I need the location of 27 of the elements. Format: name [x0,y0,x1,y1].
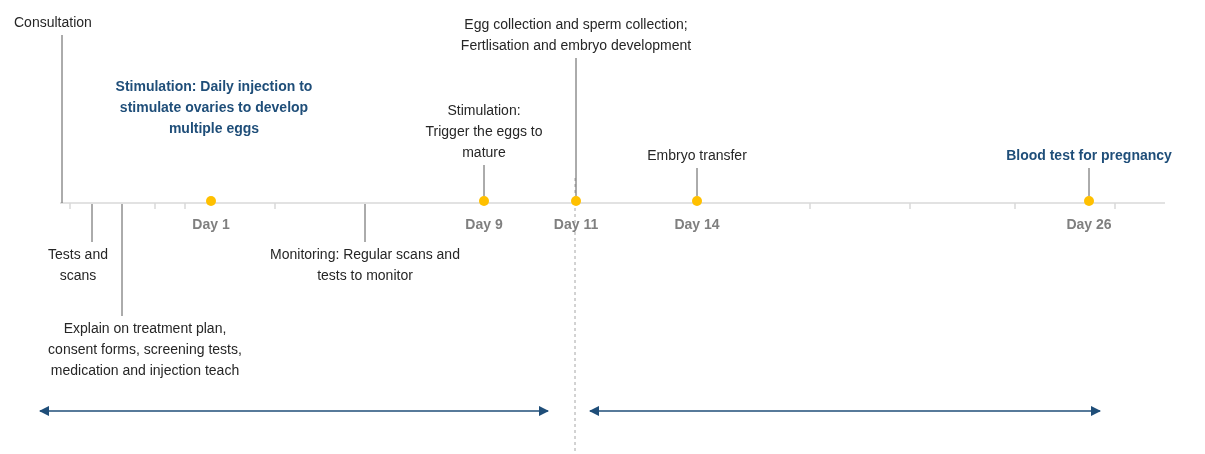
leader-line [364,203,366,243]
leader-line [483,164,485,197]
milestone-text: Monitoring: Regular scans and tests to monitor [268,244,462,286]
milestone-dot [206,196,216,206]
day-label: Day 14 [673,216,721,232]
day-label: Day 1 [191,216,231,232]
milestone-text: Consultation [14,12,124,33]
leader-line [575,57,577,197]
leader-line [61,34,63,204]
milestone-text: Stimulation: Trigger the eggs to mature [424,100,544,163]
milestone-text: Stimulation: Daily injection to stimulate ovaries to develop multiple eggs [106,76,322,139]
leader-line [91,203,93,243]
milestone-text: Embryo transfer [627,145,767,166]
milestone-dot [692,196,702,206]
milestone-dot [1084,196,1094,206]
milestone-text: Tests and scans [40,244,116,286]
leader-line [696,167,698,197]
leader-line [1088,167,1090,197]
leader-line [121,203,123,317]
day-label: Day 11 [552,216,600,232]
day-label: Day 26 [1065,216,1113,232]
milestone-dot [479,196,489,206]
milestone-text: Egg collection and sperm collection; Fertlisation and embryo development [446,14,706,56]
milestone-dot [571,196,581,206]
milestone-text: Explain on treatment plan, consent forms, screening tests, medication and injection teach [38,318,252,381]
day-label: Day 9 [464,216,504,232]
milestone-text: Blood test for pregnancy [979,145,1199,166]
